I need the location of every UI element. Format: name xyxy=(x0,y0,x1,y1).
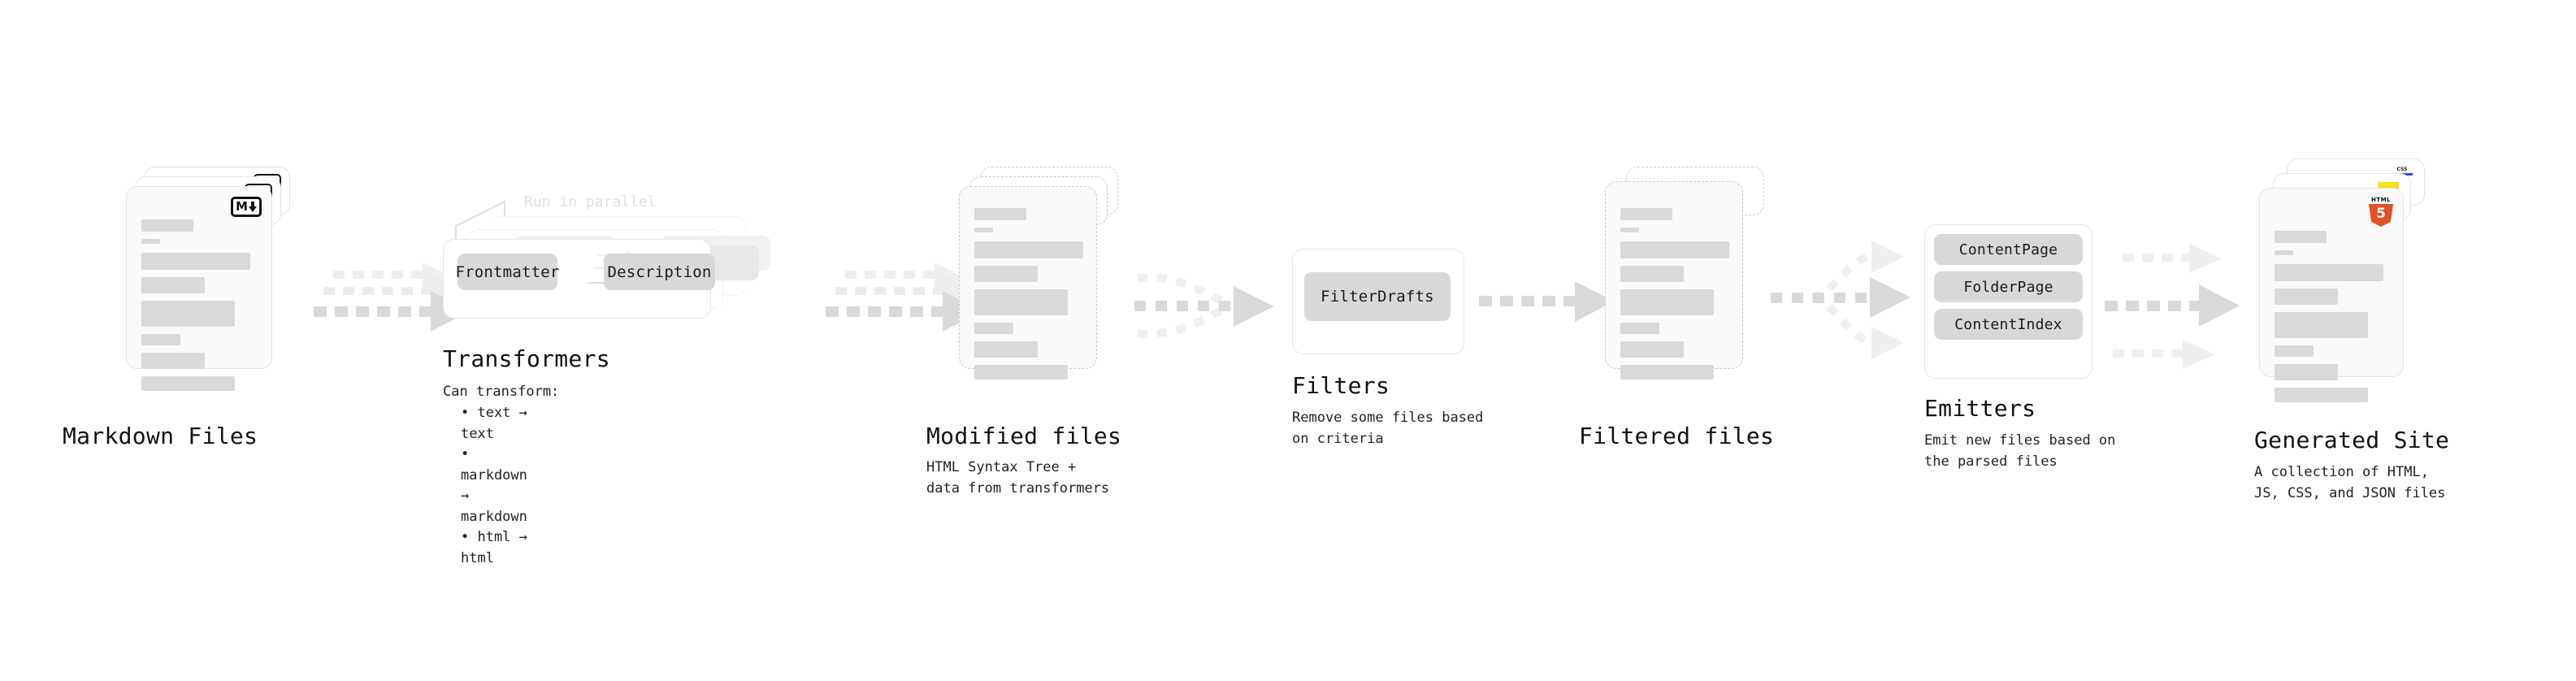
stage-title-generated-site: Generated Site xyxy=(2254,427,2450,453)
markdown-badge-letter: M xyxy=(236,199,248,214)
bullet-item: • markdown → markdown xyxy=(461,446,527,525)
emitter-chip-contentindex[interactable]: ContentIndex xyxy=(1934,309,2083,340)
modified-file-stack xyxy=(959,167,1134,410)
generated-site-subtitle: A collection of HTML, JS, CSS, and JSON … xyxy=(2254,464,2446,501)
placeholder-line xyxy=(974,241,1083,258)
emitter-chip-label: ContentPage xyxy=(1958,241,2058,258)
connector-emitters-to-site xyxy=(2105,244,2240,369)
placeholder-line xyxy=(2275,312,2368,338)
placeholder-line xyxy=(1620,241,1729,258)
transformer-chip-label: Description xyxy=(607,262,712,281)
placeholder-line xyxy=(2275,231,2327,243)
placeholder-line xyxy=(2275,250,2293,255)
placeholder-line xyxy=(1620,341,1684,358)
run-in-parallel-bracket xyxy=(455,200,505,244)
stage-generated-site: CSS HTML xyxy=(2254,158,2449,501)
placeholder-line xyxy=(974,266,1038,282)
placeholder-line xyxy=(2275,264,2383,281)
placeholder-line xyxy=(141,219,193,232)
placeholder-line xyxy=(141,334,180,345)
placeholder-line xyxy=(974,341,1038,358)
emitter-chip-folderpage[interactable]: FolderPage xyxy=(1934,271,2083,302)
placeholder-line xyxy=(1620,266,1684,282)
filter-chip-label: FilterDrafts xyxy=(1321,288,1434,306)
placeholder-line xyxy=(141,353,205,369)
filtered-file-stack xyxy=(1605,167,1780,410)
emitter-chip-contentpage[interactable]: ContentPage xyxy=(1934,234,2083,265)
placeholder-line xyxy=(141,277,205,293)
transformer-chip-label: Frontmatter xyxy=(455,262,560,281)
placeholder-line xyxy=(974,323,1013,334)
modified-files-subtitle: HTML Syntax Tree + data from transformer… xyxy=(926,459,1110,497)
filters-subtitle: Remove some files based on criteria xyxy=(1292,410,1484,447)
placeholder-line xyxy=(2275,388,2368,402)
stage-title-transformers: Transformers xyxy=(443,345,610,372)
bullet-item: • text → text xyxy=(461,405,527,442)
placeholder-line xyxy=(2275,345,2314,357)
html5-badge-icon: HTML xyxy=(2369,197,2393,227)
bullet-item: • html → html xyxy=(461,529,527,566)
site-placeholder-lines xyxy=(2275,231,2390,410)
placeholder-line xyxy=(1620,365,1714,380)
placeholder-line xyxy=(974,228,993,232)
generated-site-stack: CSS HTML xyxy=(2259,158,2446,402)
emitters-subtitle: Emit new files based on the parsed files xyxy=(1924,432,2116,470)
placeholder-line xyxy=(141,253,250,270)
transformers-subtitle: Can transform: xyxy=(443,384,560,400)
modified-card-front xyxy=(959,186,1097,380)
markdown-badge-arrow-icon xyxy=(248,202,257,212)
placeholder-line xyxy=(974,208,1026,220)
transformers-bullet-list: • text → text • markdown → markdown • ht… xyxy=(449,403,527,569)
markdown-file-stack: M M M xyxy=(126,167,301,410)
transformer-chip-description[interactable]: Description xyxy=(604,254,715,290)
markdown-placeholder-lines xyxy=(141,219,258,398)
filter-chip-filterdrafts[interactable]: FilterDrafts xyxy=(1304,272,1451,321)
markdown-badge-icon: M xyxy=(231,197,262,217)
placeholder-line xyxy=(141,376,235,391)
placeholder-line xyxy=(141,301,235,327)
modified-placeholder-lines xyxy=(974,208,1083,387)
placeholder-line xyxy=(1620,208,1672,220)
placeholder-line xyxy=(1620,228,1639,232)
stage-title-filtered-files: Filtered files xyxy=(1579,423,1775,449)
run-in-parallel-hint: Run in parallel xyxy=(524,193,657,210)
placeholder-line xyxy=(974,289,1068,315)
connector-modified-to-filters xyxy=(1134,273,1274,338)
placeholder-line xyxy=(2275,364,2338,380)
markdown-card-front: M xyxy=(126,186,272,391)
connector-filters-to-filtered xyxy=(1479,281,1614,322)
filtered-card-front xyxy=(1605,181,1743,380)
connector-filtered-to-emitters xyxy=(1771,241,1910,359)
stage-title-emitters: Emitters xyxy=(1924,395,2036,422)
placeholder-line xyxy=(1620,289,1714,315)
placeholder-line xyxy=(1620,323,1659,334)
placeholder-line xyxy=(141,239,160,244)
emitter-chip-label: ContentIndex xyxy=(1954,315,2062,333)
filtered-placeholder-lines xyxy=(1620,208,1729,387)
html5-badge-label: HTML xyxy=(2370,197,2392,203)
stage-modified-files: Modified files HTML Syntax Tree + data f… xyxy=(926,167,1134,497)
stage-markdown-files: M M M xyxy=(63,167,301,449)
stage-title-filters: Filters xyxy=(1292,372,1390,399)
emitter-chip-label: FolderPage xyxy=(1963,278,2053,296)
transformer-chip-frontmatter[interactable]: Frontmatter xyxy=(455,254,560,290)
placeholder-line xyxy=(2275,288,2338,305)
html5-shield xyxy=(2369,204,2393,227)
stage-title-markdown-files: Markdown Files xyxy=(63,423,258,449)
stage-title-modified-files: Modified files xyxy=(926,423,1122,449)
css-badge-label: CSS xyxy=(2396,167,2408,172)
site-card-front-html: HTML xyxy=(2259,188,2404,402)
stage-filtered-files: Filtered files xyxy=(1579,167,1780,449)
placeholder-line xyxy=(974,365,1068,380)
